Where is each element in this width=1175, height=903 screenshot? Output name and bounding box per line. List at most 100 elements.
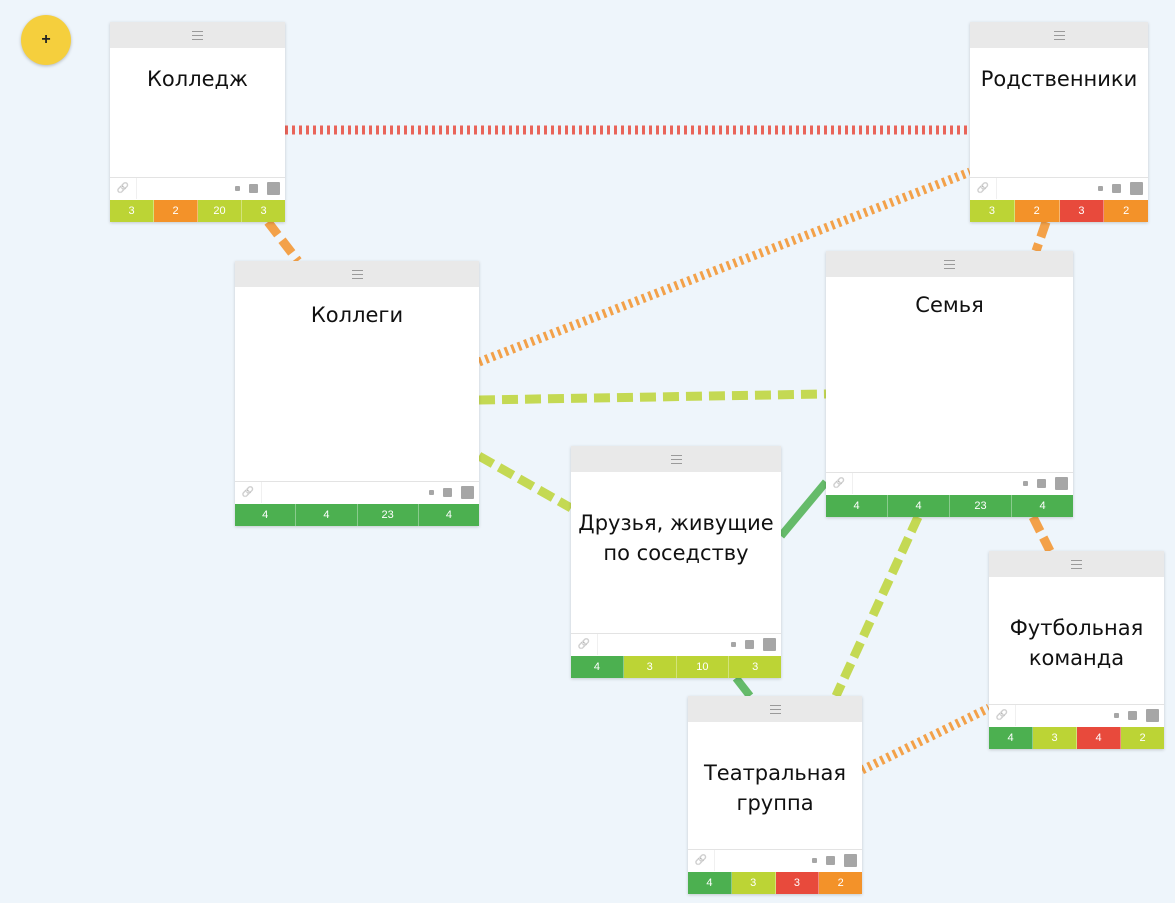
connection-family-neighbors[interactable] (777, 479, 830, 539)
size-medium-icon[interactable] (249, 184, 258, 193)
score-cell: 3 (731, 872, 776, 894)
size-small-icon[interactable] (812, 858, 817, 863)
drag-handle-icon (670, 454, 682, 464)
size-large-icon[interactable] (267, 182, 280, 195)
drag-handle[interactable] (826, 251, 1073, 277)
size-large-icon[interactable] (1130, 182, 1143, 195)
link-icon[interactable]: 🔗 (970, 178, 997, 199)
drag-handle-icon (1053, 30, 1065, 40)
size-controls (812, 850, 857, 871)
group-title-line: группа (736, 791, 814, 815)
card-toolbar: 🔗 (826, 472, 1073, 495)
group-title: Колледж (110, 64, 285, 94)
size-medium-icon[interactable] (443, 488, 452, 497)
connection-relatives-family[interactable] (1031, 220, 1051, 253)
group-title-line: команда (1028, 646, 1125, 670)
drag-handle-icon (192, 30, 203, 40)
score-cell: 20 (198, 200, 242, 222)
link-icon[interactable]: 🔗 (688, 850, 715, 871)
size-medium-icon[interactable] (1112, 184, 1121, 193)
size-medium-icon[interactable] (745, 640, 754, 649)
size-controls (429, 482, 474, 503)
score-cell: 3 (775, 872, 820, 894)
drag-handle[interactable] (110, 22, 285, 48)
score-cell: 23 (357, 504, 419, 526)
group-title: Футбольная команда (989, 613, 1164, 673)
size-large-icon[interactable] (844, 854, 857, 867)
drag-handle-icon (351, 269, 363, 279)
connection-colleagues-family[interactable] (478, 389, 827, 405)
score-cell: 2 (1104, 200, 1148, 222)
drag-handle[interactable] (571, 446, 781, 472)
size-controls (1098, 178, 1143, 199)
size-small-icon[interactable] (1114, 713, 1119, 718)
size-small-icon[interactable] (1023, 481, 1028, 486)
card-toolbar: 🔗 (110, 177, 285, 200)
size-controls (1114, 705, 1159, 726)
drag-handle[interactable] (688, 696, 862, 722)
plus-icon: + (41, 31, 51, 48)
group-title-line: Колледж (147, 67, 248, 91)
drag-handle[interactable] (235, 261, 479, 287)
connection-colleagues-neighbors[interactable] (476, 452, 574, 512)
size-controls (731, 634, 776, 655)
score-cell: 4 (571, 656, 624, 678)
drag-handle[interactable] (989, 551, 1164, 577)
link-icon[interactable]: 🔗 (235, 482, 262, 503)
drag-handle-icon (944, 259, 955, 269)
score-cell: 4 (235, 504, 297, 526)
size-small-icon[interactable] (731, 642, 736, 647)
size-medium-icon[interactable] (1037, 479, 1046, 488)
group-title-line: Футбольная (1009, 616, 1144, 640)
score-cell: 3 (110, 200, 154, 222)
score-cell: 4 (888, 495, 950, 517)
link-icon[interactable]: 🔗 (110, 178, 137, 199)
link-icon[interactable]: 🔗 (571, 634, 598, 655)
connection-family-theatre[interactable] (831, 515, 923, 698)
size-medium-icon[interactable] (826, 856, 835, 865)
link-icon[interactable]: 🔗 (826, 473, 853, 494)
drag-handle[interactable] (970, 22, 1148, 48)
group-title-line: Родственники (980, 67, 1138, 91)
score-cell: 4 (826, 495, 888, 517)
card-toolbar: 🔗 (688, 849, 862, 872)
drag-handle-icon (1071, 559, 1082, 569)
connection-family-football[interactable] (1028, 514, 1055, 554)
connection-neighbors-theatre[interactable] (732, 675, 754, 699)
score-cell: 23 (950, 495, 1012, 517)
size-large-icon[interactable] (763, 638, 776, 651)
size-controls (235, 178, 280, 199)
score-cell: 3 (970, 200, 1015, 222)
score-cell: 3 (1033, 727, 1077, 749)
score-cell: 3 (1059, 200, 1105, 222)
size-medium-icon[interactable] (1128, 711, 1137, 720)
connection-theatre-football[interactable] (860, 703, 991, 775)
size-large-icon[interactable] (1055, 477, 1068, 490)
group-title-line: Семья (915, 293, 984, 317)
add-group-button[interactable]: + (21, 15, 71, 65)
size-small-icon[interactable] (429, 490, 434, 495)
size-large-icon[interactable] (1146, 709, 1159, 722)
size-small-icon[interactable] (1098, 186, 1103, 191)
score-cell: 2 (154, 200, 198, 222)
size-large-icon[interactable] (461, 486, 474, 499)
connection-college-colleagues[interactable] (264, 219, 302, 264)
link-icon[interactable]: 🔗 (989, 705, 1016, 726)
score-cell: 3 (242, 200, 285, 222)
score-cell: 2 (1121, 727, 1164, 749)
size-small-icon[interactable] (235, 186, 240, 191)
card-toolbar: 🔗 (571, 633, 781, 656)
score-cell: 4 (296, 504, 358, 526)
